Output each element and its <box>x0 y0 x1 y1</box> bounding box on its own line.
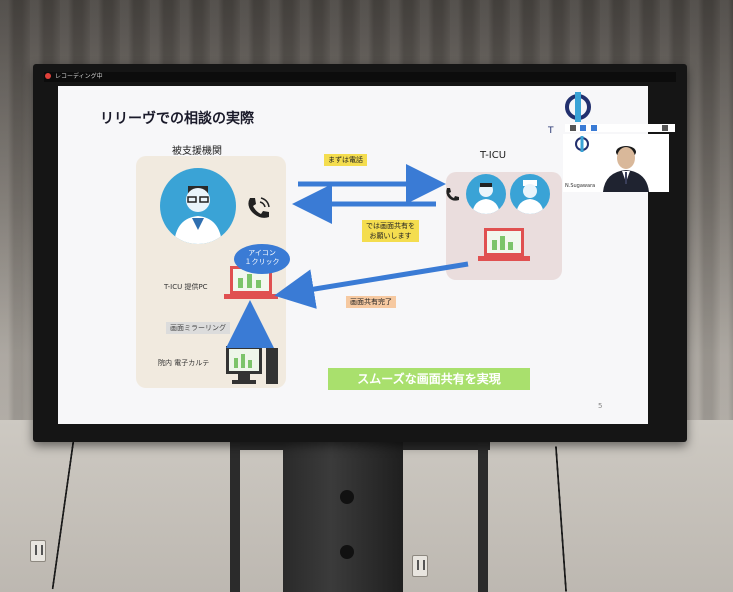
tiku-logo-icon <box>565 92 591 122</box>
right-heading: T-ICU <box>480 150 507 161</box>
arrow-share-done <box>274 261 469 309</box>
zoom-tile-toolbar <box>565 124 675 132</box>
summary-banner: スムーズな画面共有を実現 <box>328 368 530 390</box>
participant-video-tile[interactable] <box>563 134 669 192</box>
video-icon[interactable] <box>580 125 586 131</box>
ehr-desktop-icon <box>226 346 278 384</box>
phone-icon <box>446 188 459 201</box>
tv-stand <box>283 430 403 592</box>
phone-icon <box>248 197 270 218</box>
wall-outlet-right <box>412 555 428 577</box>
left-heading: 被支援機関 <box>172 146 222 157</box>
more-icon[interactable] <box>662 125 668 131</box>
tag-share-request: では画面共有を お願いします <box>362 220 419 242</box>
tag-call-first: まずは電話 <box>324 154 367 166</box>
page-number: 5 <box>598 402 603 410</box>
icon-click-bubble: アイコン １クリック <box>234 244 290 274</box>
bubble-line2: １クリック <box>244 258 280 266</box>
stand-hole <box>340 545 354 559</box>
flow-arrows <box>226 164 469 348</box>
wall-outlet-left <box>30 540 46 562</box>
doctor-avatar-icon <box>160 168 236 244</box>
ticu-nurse-icon <box>510 174 550 214</box>
participant-name: N.Sugawara <box>565 183 596 189</box>
stand-leg-left <box>230 430 240 592</box>
slide-title: リリーヴでの相談の実際 <box>100 111 254 127</box>
ticu-laptop-icon <box>478 228 530 261</box>
ticu-doctor-icon <box>466 174 506 214</box>
stand-leg-right <box>478 430 488 592</box>
mic-icon[interactable] <box>570 125 576 131</box>
stand-hole <box>340 490 354 504</box>
presentation-slide: リリーヴでの相談の実際 T 被支援機関 T-ICU <box>58 86 648 424</box>
recording-label: レコーディング中 <box>55 73 103 80</box>
label-ehr: 院内 電子カルテ <box>158 359 210 367</box>
record-icon <box>45 73 51 79</box>
bubble-line1: アイコン <box>248 249 276 257</box>
label-mirroring: 画面ミラーリング <box>166 322 230 334</box>
logo-text: T <box>548 126 554 136</box>
tag-share-done: 画面共有完了 <box>346 296 396 308</box>
participant-person-icon <box>603 146 649 192</box>
share-icon[interactable] <box>591 125 597 131</box>
tile-logo-icon <box>575 136 589 152</box>
zoom-top-bar <box>44 72 676 82</box>
tag-share-request-line1: では画面共有を <box>366 222 415 230</box>
label-tiku-pc: T-ICU 提供PC <box>164 283 208 291</box>
tag-share-request-line2: お願いします <box>369 232 412 240</box>
